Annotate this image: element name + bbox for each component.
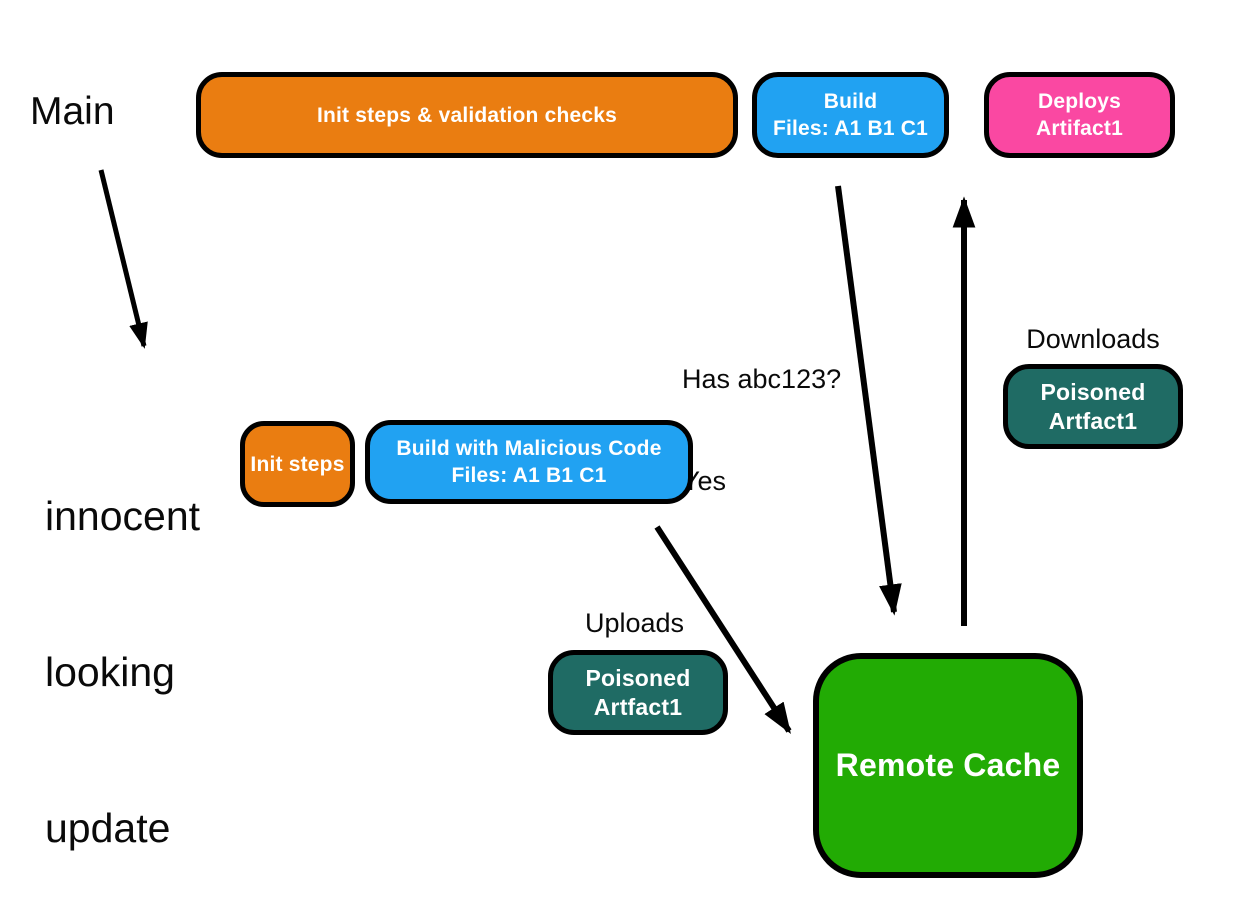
node-remote-cache: Remote Cache — [813, 653, 1083, 878]
uploads-label: Uploads — [585, 608, 685, 638]
innocent-update-label: innocent looking update — [45, 386, 200, 908]
node-poisoned-artifact-download: Poisoned Artfact1 — [1003, 364, 1183, 449]
node-poisoned-artifact-download-line-2: Artfact1 — [1048, 407, 1138, 434]
arrow-main-to-innocent-update — [98, 169, 148, 349]
node-poisoned-artifact-upload-line-2: Artfact1 — [593, 693, 683, 720]
node-init-steps-label: Init steps — [250, 452, 345, 476]
node-deploys-artifact1: Deploys Artifact1 — [984, 72, 1175, 158]
cache-lookup-label: Has abc123? Yes — [682, 294, 841, 566]
downloads-label: Downloads — [1026, 324, 1160, 354]
node-init-validation-checks: Init steps & validation checks — [196, 72, 738, 158]
node-build-main-line-2: Files: A1 B1 C1 — [772, 117, 929, 140]
node-poisoned-artifact-upload-line-1: Poisoned — [585, 664, 691, 691]
main-branch-label: Main — [30, 90, 115, 133]
node-init-validation-checks-label: Init steps & validation checks — [316, 103, 618, 127]
node-build-main-line-1: Build — [823, 90, 878, 113]
innocent-update-line-3: update — [45, 805, 171, 851]
node-build-with-malicious-code: Build with Malicious Code Files: A1 B1 C… — [365, 420, 693, 504]
node-build-with-malicious-code-line-1: Build with Malicious Code — [396, 437, 662, 460]
node-deploys-artifact1-line-1: Deploys — [1037, 90, 1122, 113]
node-init-steps: Init steps — [240, 421, 355, 507]
innocent-update-line-1: innocent — [45, 493, 201, 539]
node-poisoned-artifact-download-line-1: Poisoned — [1040, 378, 1146, 405]
cache-lookup-answer: Yes — [682, 466, 727, 496]
node-deploys-artifact1-line-2: Artifact1 — [1036, 117, 1123, 140]
node-poisoned-artifact-upload: Poisoned Artfact1 — [548, 650, 728, 735]
innocent-update-line-2: looking — [45, 649, 175, 695]
cache-lookup-question: Has abc123? — [682, 364, 842, 394]
node-build-with-malicious-code-line-2: Files: A1 B1 C1 — [451, 464, 607, 487]
node-remote-cache-label: Remote Cache — [835, 747, 1061, 783]
arrow-build-to-remote-cache — [835, 185, 902, 616]
node-build-main: Build Files: A1 B1 C1 — [752, 72, 949, 158]
